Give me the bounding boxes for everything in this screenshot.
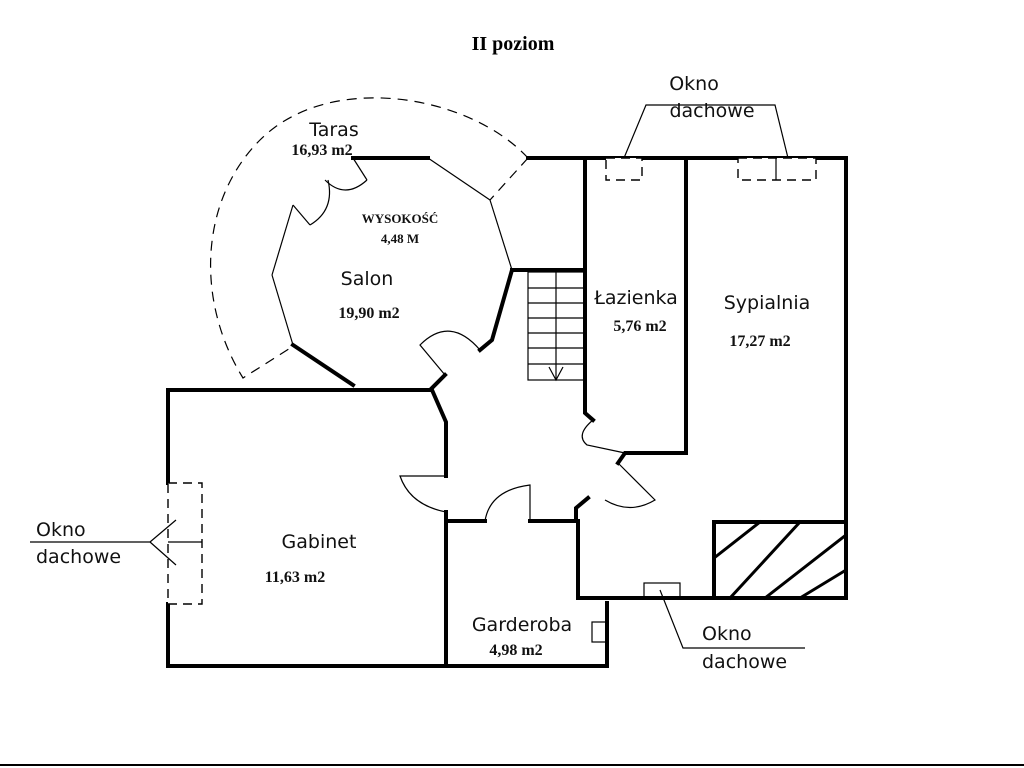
salon-name: Salon — [341, 268, 394, 290]
gabinet-door — [399, 475, 447, 513]
bottom-window-label-2: dachowe — [702, 651, 787, 673]
taras-name: Taras — [308, 119, 358, 141]
sypialnia-name: Sypialnia — [724, 292, 811, 314]
lazienka-door-arc — [581, 419, 626, 454]
salon-area: 19,90 m2 — [338, 305, 399, 322]
bottom-window-leader — [659, 589, 805, 649]
plan-title: II poziom — [472, 33, 555, 55]
bottom-window-label-1: Okno — [702, 623, 752, 645]
salon-height-label: WYSOKOŚĆ — [362, 211, 439, 226]
left-window-leader — [30, 519, 177, 566]
lazienka-bottom-wall — [615, 156, 688, 466]
lazienka-name: Łazienka — [593, 287, 678, 309]
terrace-inner-edge — [489, 157, 529, 201]
hatched-area — [711, 519, 849, 601]
garderoba-top-wall-right — [528, 495, 591, 523]
top-window-label-1: Okno — [669, 73, 719, 95]
terrace-outline — [210, 97, 529, 379]
gabinet-name: Gabinet — [282, 531, 357, 553]
window-sypialnia — [737, 157, 817, 181]
left-window-label-1: Okno — [36, 519, 86, 541]
garderoba-name: Garderoba — [472, 614, 572, 636]
staircase — [527, 271, 586, 382]
gabinet-top-wall — [166, 388, 448, 478]
taras-area: 16,93 m2 — [291, 142, 352, 159]
salon-height-value: 4,48 M — [381, 231, 419, 246]
top-window-leader — [623, 104, 789, 159]
window-gabinet — [167, 482, 203, 605]
window-lazienka — [605, 157, 643, 181]
garderoba-window — [591, 621, 608, 643]
garderoba-area: 4,98 m2 — [489, 642, 542, 659]
salon-walls — [271, 156, 515, 391]
window-bottom — [643, 582, 681, 600]
top-window-label-2: dachowe — [669, 100, 754, 122]
gabinet-area: 11,63 m2 — [265, 569, 325, 586]
sypialnia-door — [604, 462, 656, 509]
lazienka-left-wall — [583, 156, 596, 423]
garderoba-door — [484, 484, 531, 522]
sypialnia-area: 17,27 m2 — [729, 333, 790, 350]
left-window-label-2: dachowe — [36, 546, 121, 568]
lazienka-area: 5,76 m2 — [613, 318, 666, 335]
